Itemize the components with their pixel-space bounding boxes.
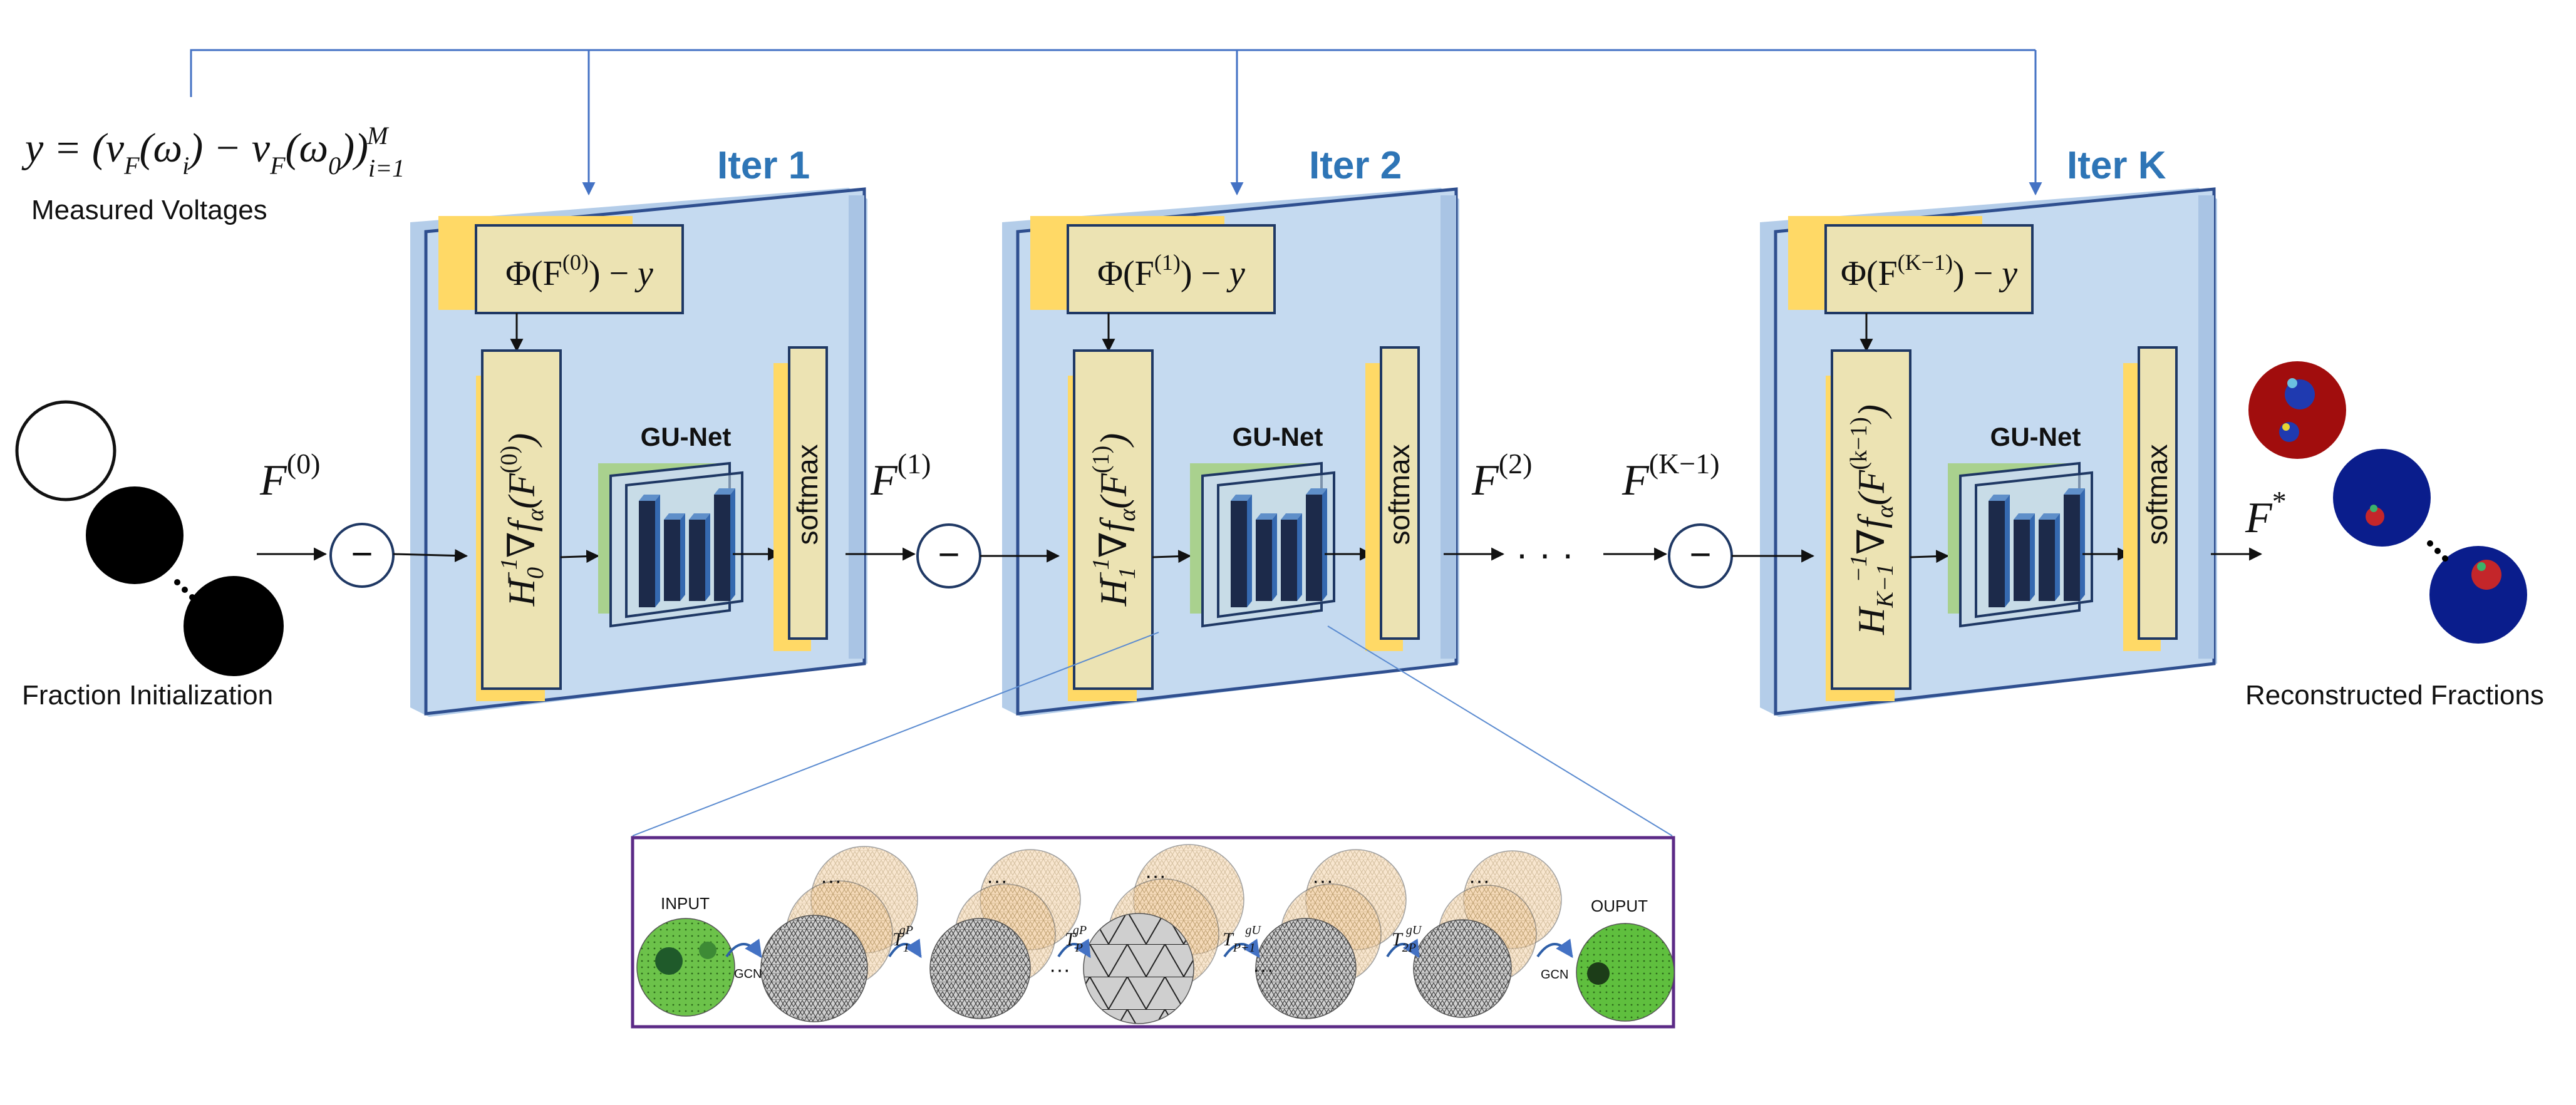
gradient-formula: HK−1−1∇fα(F(k−1)) xyxy=(1846,404,1898,635)
iteration-panel: Iter 1 Φ(F(0)) − y H0−1∇fα(F(0)) GU-Net soft… xyxy=(410,144,867,717)
residual-box xyxy=(475,224,684,314)
softmax-label: softmax xyxy=(2141,444,2173,545)
transition-t1: T1gP xyxy=(892,923,913,955)
gunet-label: GU-Net xyxy=(641,422,732,451)
ellipsis-dots: ··· xyxy=(1049,958,1070,982)
iteration-panel: Iter K Φ(F(K−1)) − y HK−1−1∇fα(F(k−1)) GU-N… xyxy=(1760,144,2217,717)
subtract-sign: − xyxy=(351,533,373,575)
residual-box xyxy=(1824,224,2034,314)
initial-circle-black xyxy=(184,576,284,676)
ellipsis-dots: ··· xyxy=(986,869,1008,893)
ellipsis-dots: ··· xyxy=(1312,869,1333,893)
gunet-layer xyxy=(714,495,730,601)
residual-formula: Φ(F(1)) − y xyxy=(1097,250,1245,293)
panel-edge xyxy=(849,195,864,659)
residual-box xyxy=(1067,224,1276,314)
gunet-layer xyxy=(2039,520,2055,601)
encoder-mesh-stack xyxy=(929,918,1031,1019)
gcn-label: GCN xyxy=(1541,968,1568,982)
gunet-layer xyxy=(1989,501,2005,607)
gunet-layer xyxy=(1231,501,1247,607)
flow-label-f2: F(2) xyxy=(1471,448,1532,505)
flow-label-fk1: F(K−1) xyxy=(1622,448,1720,505)
ellipsis-dots: ··· xyxy=(1145,864,1166,888)
decoder-mesh-stack xyxy=(1255,918,1357,1019)
input-label: INPUT xyxy=(661,894,710,913)
reconstructed-circle-red xyxy=(2248,361,2346,459)
softmax-label: softmax xyxy=(791,444,824,545)
transition-tp: TPgP xyxy=(1065,923,1087,955)
reconstructed-fractions: Reconstructed Fractions xyxy=(2245,361,2544,711)
measured-voltages-label: Measured Voltages xyxy=(31,195,267,225)
gradient-formula: H1−1∇fα(F(1)) xyxy=(1088,433,1141,607)
fraction-initialization-label: Fraction Initialization xyxy=(22,680,273,711)
reconstructed-fractions-label: Reconstructed Fractions xyxy=(2245,680,2544,711)
iteration-title: Iter 2 xyxy=(1309,144,1402,187)
gradient-box xyxy=(1831,349,1911,690)
decoder-mesh-stack xyxy=(1413,919,1512,1018)
flow-arrows: − F(0) − F(1) F(2) · · · − F(K−1) F* xyxy=(257,448,2287,588)
subtract-sign: − xyxy=(1689,533,1711,575)
flow-ellipsis: · · · xyxy=(1516,533,1574,575)
encoder-mesh-stack xyxy=(760,915,868,1022)
flow-label-f0: F(0) xyxy=(259,448,320,505)
ellipsis-dots: ··· xyxy=(1469,869,1490,893)
gunet-detail-box: INPUT OUPUT GCN GCN T1gP TPgP TP+1gU T2PgU ··· ··… xyxy=(631,836,1675,1029)
gunet-label: GU-Net xyxy=(1990,422,2081,451)
flow-label-f1: F(1) xyxy=(870,448,931,505)
output-mesh xyxy=(1576,923,1675,1022)
gunet-layer xyxy=(1281,520,1297,601)
gunet-layer xyxy=(2014,520,2030,601)
fraction-initialization: Fraction Initialization xyxy=(15,400,284,711)
transition-t2p: T2PgU xyxy=(1392,923,1422,955)
residual-formula: Φ(F(K−1)) − y xyxy=(1841,250,2017,293)
initial-circle-white xyxy=(15,400,116,501)
gcn-label: GCN xyxy=(734,967,762,981)
residual-formula: Φ(F(0)) − y xyxy=(505,250,653,293)
softmax-box xyxy=(1380,346,1420,640)
zoom-lines xyxy=(632,625,1673,836)
ellipsis-dots: ··· xyxy=(1253,958,1274,982)
gunet-layer xyxy=(2064,495,2080,601)
softmax-box xyxy=(2138,346,2178,640)
reconstructed-circle-blue xyxy=(2333,449,2431,547)
panel-edge xyxy=(2198,195,2214,659)
measured-formula: y = (vF(ωi) − vF(ω0))i=1M Measured Volta… xyxy=(21,121,405,225)
gunet-layer xyxy=(1256,520,1272,601)
panel-edge xyxy=(1441,195,1456,659)
measured-formula-text: y = (vF(ωi) − vF(ω0))i=1M xyxy=(21,121,405,182)
reconstructed-circle-blue xyxy=(2429,546,2527,644)
gradient-box xyxy=(481,349,562,690)
feedback-lines xyxy=(190,49,2042,196)
initial-circle-black xyxy=(86,486,184,584)
iteration-title: Iter 1 xyxy=(717,144,810,187)
iteration-panels: Iter 1 Φ(F(0)) − y H0−1∇fα(F(0)) GU-Net soft… xyxy=(410,144,2217,717)
gradient-formula: H0−1∇fα(F(0)) xyxy=(496,433,549,607)
gunet-layer xyxy=(689,520,705,601)
gradient-box xyxy=(1073,349,1154,690)
subtract-sign: − xyxy=(938,533,960,575)
gunet-layer xyxy=(639,501,655,607)
iteration-title: Iter K xyxy=(2067,144,2166,187)
subtract-node xyxy=(329,523,395,588)
flow-label-fstar: F* xyxy=(2245,485,2287,542)
bottleneck-mesh-stack xyxy=(1083,913,1194,1024)
input-mesh xyxy=(636,918,735,1017)
softmax-label: softmax xyxy=(1383,444,1415,545)
gunet-layer xyxy=(664,520,680,601)
output-label: OUPUT xyxy=(1591,897,1648,915)
ellipsis-dots: ··· xyxy=(820,869,842,893)
iteration-panel: Iter 2 Φ(F(1)) − y H1−1∇fα(F(1)) GU-Net soft… xyxy=(1002,144,1459,717)
softmax-box xyxy=(788,346,828,640)
gunet-label: GU-Net xyxy=(1233,422,1323,451)
gunet-layer xyxy=(1306,495,1322,601)
transition-tp1: TP+1gU xyxy=(1223,923,1261,955)
